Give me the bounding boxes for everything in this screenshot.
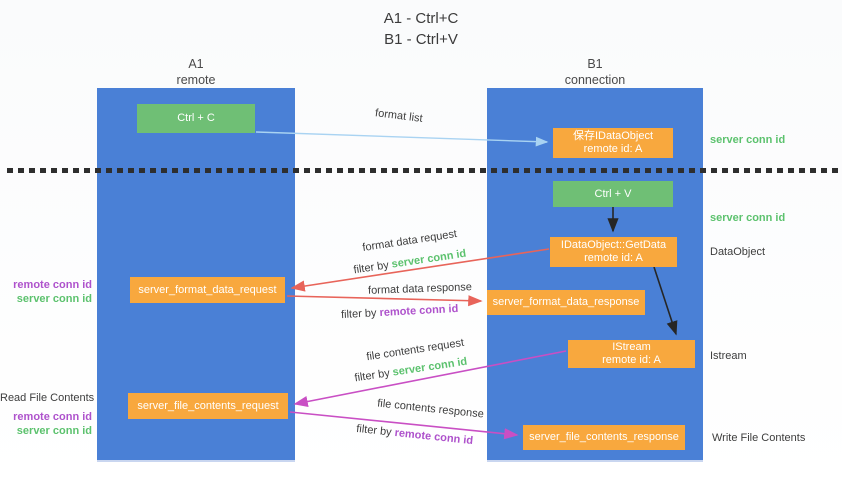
node-ctrl-c: Ctrl + C [137,104,255,133]
filter-by-text: filter by [352,258,393,277]
server-conn-id-text: server conn id [391,355,468,379]
left-column-role: remote [176,73,216,88]
filter-by-text: filter by [340,307,380,322]
node-server-file-contents-response: server_file_contents_response [523,425,685,450]
filter-by-text: filter by [355,422,396,439]
node-server-file-contents-response-label: server_file_contents_response [529,431,679,443]
left-label-remote-conn-id-2: remote conn id [13,411,92,423]
left-label-remote-conn-id-1: remote conn id [13,279,92,291]
left-column-id: A1 [188,57,204,71]
node-server-format-data-response: server_format_data_response [487,290,645,315]
node-save-idataobject-line1: 保存IDataObject [572,130,654,142]
right-column-header: B1 connection [487,56,703,89]
node-server-format-data-request: server_format_data_request [130,277,285,303]
right-column-role: connection [564,73,626,88]
edge-label-file-contents-response: file contents response [376,397,485,421]
server-conn-id-text: server conn id [390,247,467,271]
remote-conn-id-text: remote conn id [393,426,474,448]
edge-label-filter-remote-conn-1: filter by remote conn id [341,303,459,321]
node-ctrl-v: Ctrl + V [553,181,673,207]
node-istream-line2: remote id: A [602,354,661,366]
node-server-file-contents-request-label: server_file_contents_request [137,399,279,412]
node-server-format-data-response-label: server_format_data_response [492,296,640,308]
right-column-id: B1 [587,57,603,71]
right-label-dataobject: DataObject [710,246,766,258]
node-istream: IStream remote id: A [568,340,695,368]
left-column-header: A1 remote [97,56,295,89]
left-label-read-file-contents: Read File Contents [0,392,95,404]
node-getdata: IDataObject::GetData remote id: A [550,237,677,267]
edge-label-filter-remote-conn-2: filter by remote conn id [356,423,474,447]
node-server-file-contents-request: server_file_contents_request [128,393,288,419]
node-ctrl-c-label: Ctrl + C [177,112,215,124]
edge-label-format-data-response: format data response [367,281,473,297]
node-save-idataobject-line2: remote id: A [583,143,643,155]
title-line-1: A1 - Ctrl+C [383,10,459,27]
node-server-format-data-request-label: server_format_data_request [138,283,277,296]
remote-conn-id-text: remote conn id [379,302,459,320]
node-save-idataobject: 保存IDataObject remote id: A [553,128,673,158]
left-label-server-conn-id-2: server conn id [16,425,92,437]
divider-dotted-line [7,168,840,173]
node-getdata-line2: remote id: A [584,252,643,264]
right-label-server-conn-id-2: server conn id [710,212,786,224]
arrow-format-data-response [286,295,483,307]
node-ctrl-v-label: Ctrl + V [594,187,632,200]
diagram-title: A1 - Ctrl+C B1 - Ctrl+V [0,8,842,50]
right-label-write-file-contents: Write File Contents [712,432,806,444]
node-getdata-line1: IDataObject::GetData [560,239,667,251]
right-label-server-conn-id-1: server conn id [710,134,786,146]
edge-label-format-list: format list [374,107,424,125]
filter-by-text: filter by [353,366,394,385]
node-istream-line1: IStream [612,341,651,353]
right-label-istream: Istream [710,350,747,362]
title-line-2: B1 - Ctrl+V [384,31,458,48]
left-label-server-conn-id-1: server conn id [16,293,92,305]
